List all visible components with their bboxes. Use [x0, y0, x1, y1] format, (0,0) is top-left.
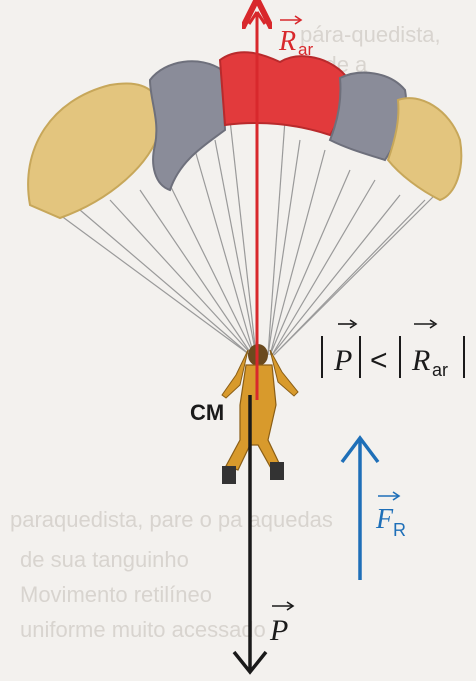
background-text-3: de sua tanguinho [20, 547, 189, 572]
canopy-cell-yellow-left [27, 82, 162, 220]
svg-text:ar: ar [298, 40, 313, 59]
canopy-cell-gray-right [328, 71, 407, 162]
svg-text:P: P [333, 344, 352, 377]
skydiver [221, 344, 299, 484]
suspension-lines [59, 119, 441, 356]
center-of-mass-label: CM [190, 400, 224, 425]
parachute-canopy [27, 51, 463, 220]
resultant-force-label: F R [375, 491, 406, 540]
svg-text:R: R [411, 344, 430, 377]
background-text-2: paraquedista, pare o pa aquedas [10, 507, 333, 532]
svg-text:F: F [375, 504, 394, 535]
svg-text:ar: ar [432, 360, 448, 380]
background-text-4: Movimento retilíneo [20, 582, 212, 607]
canopy-cell-gray-left [148, 60, 227, 192]
background-text-5: uniforme muito acessado [20, 617, 266, 642]
inequality-label: P < R ar [321, 319, 465, 380]
svg-text:P: P [269, 614, 288, 647]
air-resistance-label: R ar [278, 15, 313, 59]
canopy-cell-yellow-right [386, 97, 463, 202]
svg-text:<: < [370, 344, 388, 377]
svg-text:R: R [393, 520, 406, 540]
canopy-cell-red [218, 51, 347, 137]
svg-text:R: R [278, 26, 296, 57]
weight-label: P [269, 601, 295, 647]
